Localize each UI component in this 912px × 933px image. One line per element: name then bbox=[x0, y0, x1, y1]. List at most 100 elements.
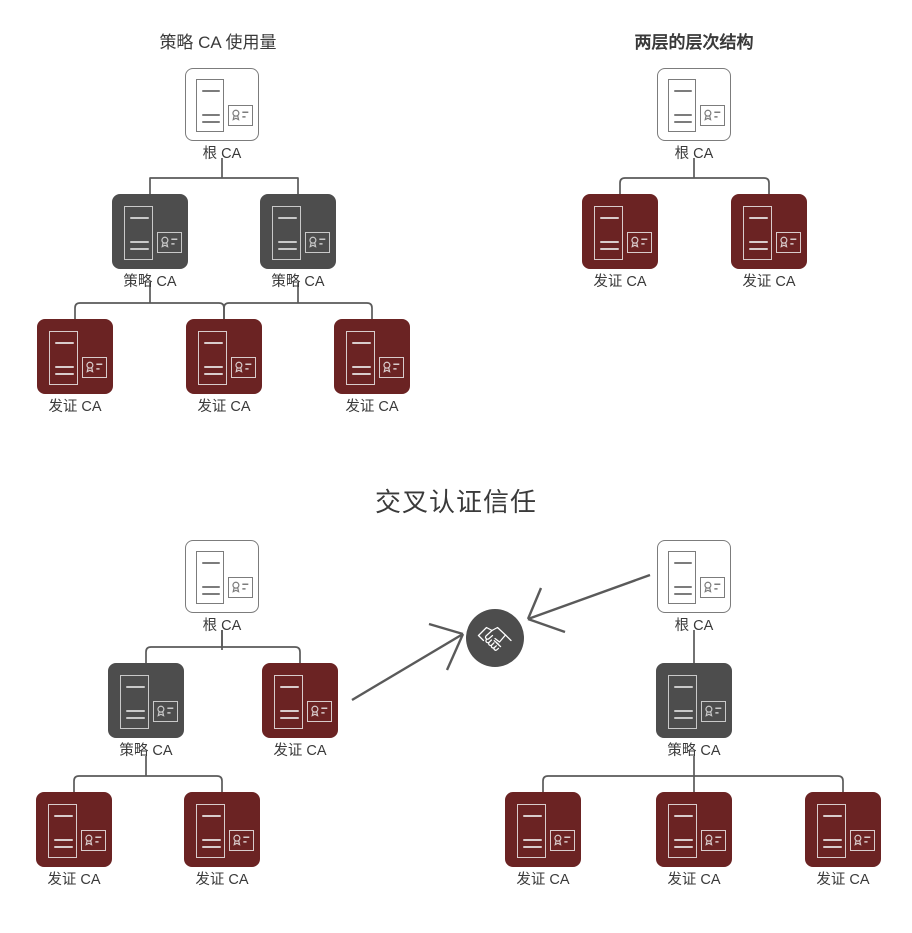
ca-server-box bbox=[657, 540, 731, 613]
node-label: 根 CA bbox=[674, 146, 714, 162]
ca-server-box bbox=[582, 194, 658, 269]
node-label: 发证 CA bbox=[516, 872, 570, 888]
edge-tr-root-bus bbox=[619, 177, 770, 194]
ca-server-box bbox=[186, 319, 262, 394]
server-document-icon bbox=[668, 551, 696, 604]
node-policy-ca-left-domain[interactable]: 策略 CA bbox=[108, 663, 184, 760]
certificate-seal-icon bbox=[82, 357, 107, 378]
node-label: 根 CA bbox=[674, 618, 714, 634]
server-document-icon bbox=[272, 206, 301, 260]
ca-server-box bbox=[334, 319, 410, 394]
certificate-seal-icon bbox=[229, 830, 254, 851]
server-document-icon bbox=[743, 206, 772, 260]
ca-server-box bbox=[36, 792, 112, 867]
node-policy-ca-right-domain[interactable]: 策略 CA bbox=[656, 663, 732, 760]
certificate-seal-icon bbox=[305, 232, 330, 253]
node-root-ca-right-domain[interactable]: 根 CA bbox=[657, 540, 731, 635]
server-document-icon bbox=[49, 331, 78, 385]
node-issuing-ca-right-3[interactable]: 发证 CA bbox=[805, 792, 881, 889]
node-label: 策略 CA bbox=[667, 743, 721, 759]
certificate-seal-icon bbox=[307, 701, 332, 722]
handshake-glyph bbox=[477, 626, 512, 651]
arrow-left-to-hub-head-a bbox=[428, 622, 464, 636]
ca-server-box bbox=[656, 792, 732, 867]
ca-server-box bbox=[657, 68, 731, 141]
server-document-icon bbox=[668, 675, 697, 729]
ca-server-box bbox=[260, 194, 336, 269]
ca-server-box bbox=[108, 663, 184, 738]
node-issuing-ca-1[interactable]: 发证 CA bbox=[37, 319, 113, 416]
node-label: 发证 CA bbox=[197, 399, 251, 415]
certificate-seal-icon bbox=[153, 701, 178, 722]
node-label: 根 CA bbox=[202, 146, 242, 162]
node-label: 发证 CA bbox=[195, 872, 249, 888]
server-document-icon bbox=[517, 804, 546, 858]
node-root-ca-two-tier[interactable]: 根 CA bbox=[657, 68, 731, 163]
section-title-two-tier-hierarchy: 两层的层次结构 bbox=[634, 33, 754, 52]
node-issuing-ca-right-2[interactable]: 发证 CA bbox=[656, 792, 732, 889]
certificate-seal-icon bbox=[700, 105, 725, 126]
ca-server-box bbox=[37, 319, 113, 394]
server-document-icon bbox=[196, 79, 224, 132]
node-issuing-ca-2[interactable]: 发证 CA bbox=[186, 319, 262, 416]
ca-server-box bbox=[731, 194, 807, 269]
arrow-right-to-hub-head-a bbox=[526, 587, 543, 620]
node-root-ca-left-domain[interactable]: 根 CA bbox=[185, 540, 259, 635]
arrow-left-to-hub-head-b bbox=[445, 633, 465, 671]
node-label: 策略 CA bbox=[119, 743, 173, 759]
section-title-cross-certification-trust: 交叉认证信任 bbox=[374, 487, 538, 517]
server-document-icon bbox=[817, 804, 846, 858]
certificate-seal-icon bbox=[157, 232, 182, 253]
node-label: 发证 CA bbox=[593, 274, 647, 290]
handshake-icon[interactable] bbox=[466, 609, 524, 667]
node-issuing-ca-left-cross[interactable]: 发证 CA bbox=[262, 663, 338, 760]
node-label: 发证 CA bbox=[345, 399, 399, 415]
certificate-seal-icon bbox=[850, 830, 875, 851]
node-policy-ca-2[interactable]: 策略 CA bbox=[260, 194, 336, 291]
node-root-ca[interactable]: 根 CA bbox=[185, 68, 259, 163]
server-document-icon bbox=[196, 804, 225, 858]
node-label: 发证 CA bbox=[47, 872, 101, 888]
certificate-seal-icon bbox=[379, 357, 404, 378]
section-title-policy-ca-usage: 策略 CA 使用量 bbox=[159, 33, 277, 52]
certificate-seal-icon bbox=[81, 830, 106, 851]
server-document-icon bbox=[196, 551, 224, 604]
ca-server-box bbox=[656, 663, 732, 738]
node-issuing-ca-3[interactable]: 发证 CA bbox=[334, 319, 410, 416]
node-policy-ca-1[interactable]: 策略 CA bbox=[112, 194, 188, 291]
node-label: 根 CA bbox=[202, 618, 242, 634]
arrow-left-to-hub-shaft bbox=[351, 632, 464, 702]
node-label: 策略 CA bbox=[123, 274, 177, 290]
node-issuing-ca-two-tier-1[interactable]: 发证 CA bbox=[582, 194, 658, 291]
ca-server-box bbox=[505, 792, 581, 867]
server-document-icon bbox=[668, 79, 696, 132]
node-label: 发证 CA bbox=[816, 872, 870, 888]
edge-tl-root-bus bbox=[149, 177, 299, 194]
server-document-icon bbox=[120, 675, 149, 729]
server-document-icon bbox=[48, 804, 77, 858]
certificate-seal-icon bbox=[228, 105, 253, 126]
certificate-seal-icon bbox=[550, 830, 575, 851]
edge-bl-pol1-bus bbox=[73, 775, 223, 792]
ca-server-box bbox=[185, 68, 259, 141]
node-issuing-ca-right-1[interactable]: 发证 CA bbox=[505, 792, 581, 889]
node-label: 策略 CA bbox=[271, 274, 325, 290]
arrow-right-to-hub-head-b bbox=[527, 617, 566, 634]
server-document-icon bbox=[274, 675, 303, 729]
node-label: 发证 CA bbox=[273, 743, 327, 759]
node-issuing-ca-left-1[interactable]: 发证 CA bbox=[36, 792, 112, 889]
node-issuing-ca-two-tier-2[interactable]: 发证 CA bbox=[731, 194, 807, 291]
node-issuing-ca-left-2[interactable]: 发证 CA bbox=[184, 792, 260, 889]
server-document-icon bbox=[124, 206, 153, 260]
ca-server-box bbox=[185, 540, 259, 613]
ca-server-box bbox=[805, 792, 881, 867]
server-document-icon bbox=[668, 804, 697, 858]
certificate-seal-icon bbox=[776, 232, 801, 253]
edge-br-pol1-bus bbox=[542, 775, 844, 792]
certificate-seal-icon bbox=[627, 232, 652, 253]
certificate-seal-icon bbox=[700, 577, 725, 598]
arrow-right-to-hub-shaft bbox=[527, 573, 651, 621]
server-document-icon bbox=[198, 331, 227, 385]
